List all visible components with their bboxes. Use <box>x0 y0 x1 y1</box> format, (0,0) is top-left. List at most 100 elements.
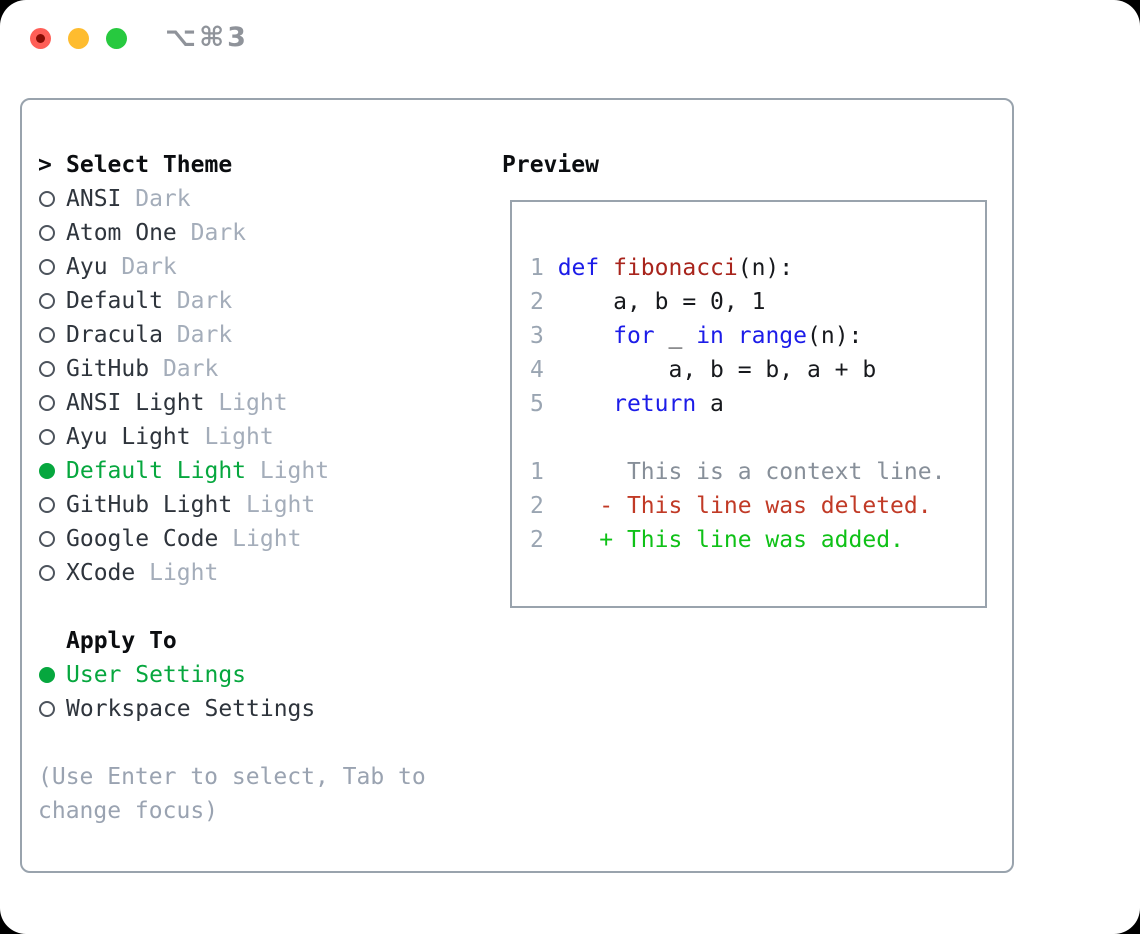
code-token <box>599 255 613 281</box>
option-label: XCode <box>66 560 136 586</box>
theme-variant-tag: Light <box>204 390 288 416</box>
keyword-token: for <box>613 323 655 349</box>
apply-to-title: Apply To <box>66 628 177 654</box>
theme-variant-tag: Dark <box>121 186 191 212</box>
keyword-token: range <box>737 323 808 349</box>
line-number: 2 <box>530 493 544 519</box>
title-bar: ⌥⌘3 <box>0 0 1140 76</box>
radio-icon <box>38 259 66 275</box>
radio-icon <box>38 361 66 377</box>
minimize-button[interactable] <box>68 28 89 49</box>
theme-option-google-code[interactable]: Google Code Light <box>38 522 488 556</box>
radio-icon <box>38 395 66 411</box>
diff-line: 2 - This line was deleted. <box>530 489 945 523</box>
line-number: 5 <box>530 391 544 417</box>
theme-variant-tag: Light <box>190 424 274 450</box>
radio-icon <box>38 531 66 547</box>
window-title: ⌥⌘3 <box>165 22 249 53</box>
line-number: 2 <box>530 289 544 315</box>
traffic-lights <box>30 28 127 49</box>
option-label: Ayu <box>66 254 108 280</box>
code-token <box>544 391 613 417</box>
radio-icon <box>38 463 66 479</box>
radio-icon <box>38 497 66 513</box>
added-line-text: + This line was added. <box>599 527 904 553</box>
theme-variant-tag: Light <box>232 492 316 518</box>
context-line-text: This is a context line. <box>543 459 946 485</box>
spacer <box>38 726 488 760</box>
line-number: 4 <box>530 357 544 383</box>
theme-variant-tag: Dark <box>162 288 233 314</box>
code-token: a <box>696 391 724 417</box>
code-line: 1 def fibonacci(n): <box>530 251 945 285</box>
deleted-line-text: - This line was deleted. <box>599 493 932 519</box>
close-button[interactable] <box>30 28 51 49</box>
help-text-line: (Use Enter to select, Tab to <box>38 764 426 790</box>
spacer <box>530 421 945 455</box>
preview-title: Preview <box>502 152 599 178</box>
theme-option-ansi[interactable]: ANSI Dark <box>38 182 488 216</box>
code-token: a, b = b, a + b <box>543 357 877 383</box>
theme-option-default[interactable]: Default Dark <box>38 284 488 318</box>
help-text-line: change focus) <box>38 798 219 824</box>
theme-option-ayu-light[interactable]: Ayu Light Light <box>38 420 488 454</box>
theme-option-github[interactable]: GitHub Dark <box>38 352 488 386</box>
radio-icon <box>38 327 66 343</box>
spacer <box>38 590 488 624</box>
theme-variant-tag: Light <box>218 526 302 552</box>
radio-icon <box>38 293 66 309</box>
diff-line: 1 This is a context line. <box>530 455 945 489</box>
theme-variant-tag: Dark <box>149 356 219 382</box>
theme-option-github-light[interactable]: GitHub Light Light <box>38 488 488 522</box>
option-label: GitHub Light <box>66 492 233 518</box>
apply-option-user-settings[interactable]: User Settings <box>38 658 488 692</box>
apply-to-header: Apply To <box>38 624 488 658</box>
code-line: 3 for _ in range(n): <box>530 319 945 353</box>
code-line: 5 return a <box>530 387 945 421</box>
focus-cursor-icon: > <box>38 152 52 178</box>
theme-list-header: > Select Theme <box>38 148 488 182</box>
zoom-button[interactable] <box>106 28 127 49</box>
theme-option-atom-one[interactable]: Atom One Dark <box>38 216 488 250</box>
line-number: 1 <box>530 255 558 281</box>
theme-variant-tag: Dark <box>176 220 247 246</box>
line-number: 3 <box>530 323 544 349</box>
theme-option-default-light[interactable]: Default Light Light <box>38 454 488 488</box>
radio-icon <box>38 191 66 207</box>
diff-line: 2 + This line was added. <box>530 523 945 557</box>
option-label: Workspace Settings <box>66 696 316 722</box>
code-token <box>724 323 738 349</box>
option-label: Dracula <box>66 322 163 348</box>
keyword-token: def <box>557 255 600 281</box>
radio-icon <box>38 565 66 581</box>
radio-icon <box>38 429 66 445</box>
line-number: 1 <box>530 459 544 485</box>
option-label: Atom One <box>66 220 177 246</box>
theme-option-xcode[interactable]: XCode Light <box>38 556 488 590</box>
radio-icon <box>38 667 66 683</box>
code-line: 2 a, b = 0, 1 <box>530 285 945 319</box>
theme-variant-tag: Dark <box>162 322 233 348</box>
focus-dot-icon <box>36 34 45 43</box>
code-token <box>544 493 599 519</box>
code-token: _ <box>654 323 697 349</box>
code-token: a, b = 0, 1 <box>543 289 766 315</box>
apply-option-workspace-settings[interactable]: Workspace Settings <box>38 692 488 726</box>
theme-option-dracula[interactable]: Dracula Dark <box>38 318 488 352</box>
option-label: ANSI <box>66 186 122 212</box>
keyword-token: in <box>696 323 724 349</box>
line-number: 2 <box>530 527 544 553</box>
radio-icon <box>38 225 66 241</box>
code-token: (n): <box>807 323 863 349</box>
option-label: GitHub <box>66 356 150 382</box>
radio-icon <box>38 701 66 717</box>
theme-option-ansi-light[interactable]: ANSI Light Light <box>38 386 488 420</box>
theme-variant-tag: Dark <box>107 254 177 280</box>
theme-option-ayu[interactable]: Ayu Dark <box>38 250 488 284</box>
